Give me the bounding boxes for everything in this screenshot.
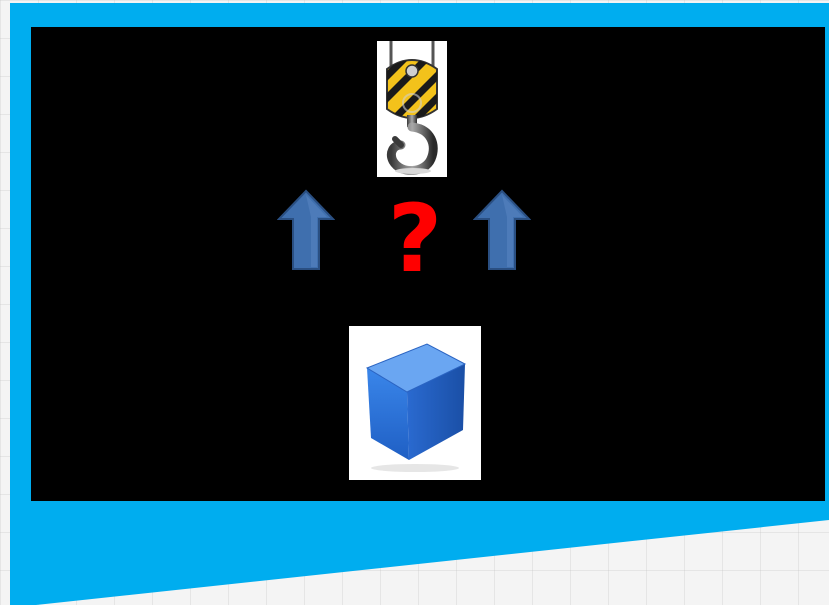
up-arrow-icon xyxy=(473,189,531,270)
crane-hook-icon xyxy=(386,41,438,175)
crane-hook-image xyxy=(377,41,447,177)
question-mark: ? xyxy=(387,185,443,294)
up-arrow-icon xyxy=(277,189,335,270)
blue-cube-icon xyxy=(365,343,467,472)
slide-content: ? xyxy=(31,27,825,501)
cube-image xyxy=(349,326,481,480)
